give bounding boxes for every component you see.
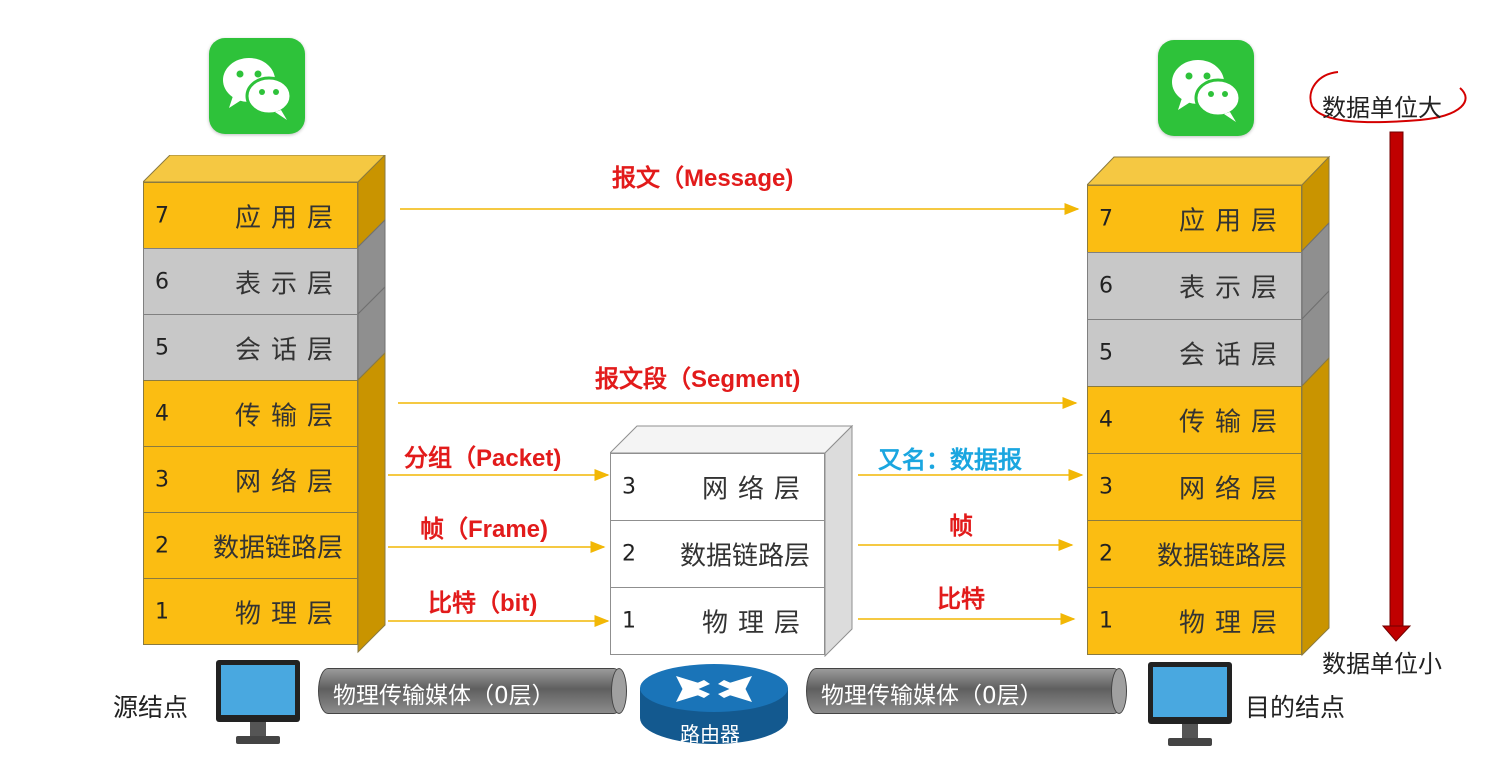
layer-number: 6	[1099, 273, 1113, 299]
layer-3: 3 网络层	[610, 453, 825, 521]
segment-label: 报文段（Segment)	[595, 366, 801, 393]
layer-number: 1	[622, 608, 636, 634]
layer-name: 应用层	[1178, 206, 1287, 237]
right-physical-medium: 物理传输媒体（0层）	[806, 668, 1127, 714]
router-osi-stack: 3 网络层 2 数据链路层 1 物理层	[610, 425, 855, 657]
source-computer-icon	[214, 658, 302, 750]
layer-number: 4	[155, 401, 169, 426]
left-physical-medium: 物理传输媒体（0层）	[318, 668, 627, 714]
bit-label: 比特（bit)	[428, 590, 538, 617]
layer-name: 物理层	[234, 599, 343, 629]
layer-number: 1	[1099, 608, 1113, 634]
layer-name: 表示层	[1178, 273, 1287, 304]
packet-label: 分组（Packet)	[404, 445, 562, 472]
layer-2: 2 数据链路层	[143, 512, 358, 579]
layer-name: 网络层	[234, 467, 343, 497]
layer-5: 5 会话层	[1087, 319, 1302, 387]
layer-number: 5	[155, 335, 169, 360]
bit-right-label: 比特	[937, 586, 985, 613]
pipe-cap	[611, 668, 627, 714]
frame-label: 帧（Frame)	[420, 516, 549, 543]
layer-1: 1 物理层	[1087, 587, 1302, 655]
scale-top-label: 数据单位大	[1322, 94, 1442, 122]
pipe-cap	[1111, 668, 1127, 714]
layer-4: 4 传输层	[143, 380, 358, 447]
source-node-label: 源结点	[113, 693, 189, 722]
scale-arrow-head	[1381, 625, 1412, 642]
wechat-icon-left	[209, 38, 305, 134]
layer-number: 2	[622, 541, 636, 567]
layer-number: 4	[1099, 407, 1113, 433]
layer-2: 2 数据链路层	[610, 520, 825, 588]
layer-name: 网络层	[701, 474, 810, 505]
layer-6: 6 表示层	[143, 248, 358, 315]
scale-arrow-shaft	[1389, 131, 1404, 627]
layer-name: 物理层	[1178, 608, 1287, 639]
left-medium-label: 物理传输媒体（0层）	[333, 683, 555, 709]
layer-name: 会话层	[1178, 340, 1287, 371]
layer-number: 5	[1099, 340, 1113, 366]
layer-2: 2 数据链路层	[1087, 520, 1302, 588]
layer-name: 数据链路层	[679, 541, 810, 572]
layer-7: 7 应用层	[1087, 185, 1302, 253]
destination-computer-icon	[1146, 660, 1234, 752]
destination-osi-stack: 7 应用层 6 表示层 5 会话层 4 传输层 3 网络层 2 数据链路层 1 物理层	[1087, 155, 1332, 658]
router-icon: 路由器	[636, 660, 792, 750]
scale-bottom-label: 数据单位小	[1322, 650, 1442, 678]
layer-name: 网络层	[1178, 474, 1287, 505]
layer-5: 5 会话层	[143, 314, 358, 381]
layer-1: 1 物理层	[610, 587, 825, 655]
message-label: 报文（Message)	[612, 165, 794, 192]
layer-number: 6	[155, 269, 169, 294]
layer-name: 物理层	[701, 608, 810, 639]
layer-number: 3	[622, 474, 636, 500]
layer-number: 2	[1099, 541, 1113, 567]
layer-name: 数据链路层	[1156, 541, 1287, 572]
layer-4: 4 传输层	[1087, 386, 1302, 454]
layer-name: 会话层	[234, 335, 343, 365]
layer-name: 应用层	[234, 203, 343, 233]
datagram-alias-label: 又名：数据报	[878, 446, 1022, 474]
right-medium-label: 物理传输媒体（0层）	[821, 683, 1043, 709]
layer-number: 2	[155, 533, 169, 558]
layer-6: 6 表示层	[1087, 252, 1302, 320]
layer-3: 3 网络层	[1087, 453, 1302, 521]
layer-number: 3	[155, 467, 169, 492]
layer-name: 传输层	[234, 401, 343, 431]
layer-name: 数据链路层	[212, 533, 343, 563]
layer-number: 7	[1099, 206, 1113, 232]
layer-1: 1 物理层	[143, 578, 358, 645]
layer-name: 传输层	[1178, 407, 1287, 438]
layer-name: 表示层	[234, 269, 343, 299]
source-osi-stack: 7 应用层 6 表示层 5 会话层 4 传输层 3 网络层 2 数据链路层 1 物理层	[143, 155, 388, 655]
layer-7: 7 应用层	[143, 182, 358, 249]
destination-node-label: 目的结点	[1245, 693, 1346, 722]
layer-number: 3	[1099, 474, 1113, 500]
layer-3: 3 网络层	[143, 446, 358, 513]
layer-number: 1	[155, 599, 169, 624]
router-label: 路由器	[680, 722, 740, 746]
frame-right-label: 帧	[949, 513, 973, 540]
wechat-icon-right	[1158, 40, 1254, 136]
layer-number: 7	[155, 203, 169, 228]
